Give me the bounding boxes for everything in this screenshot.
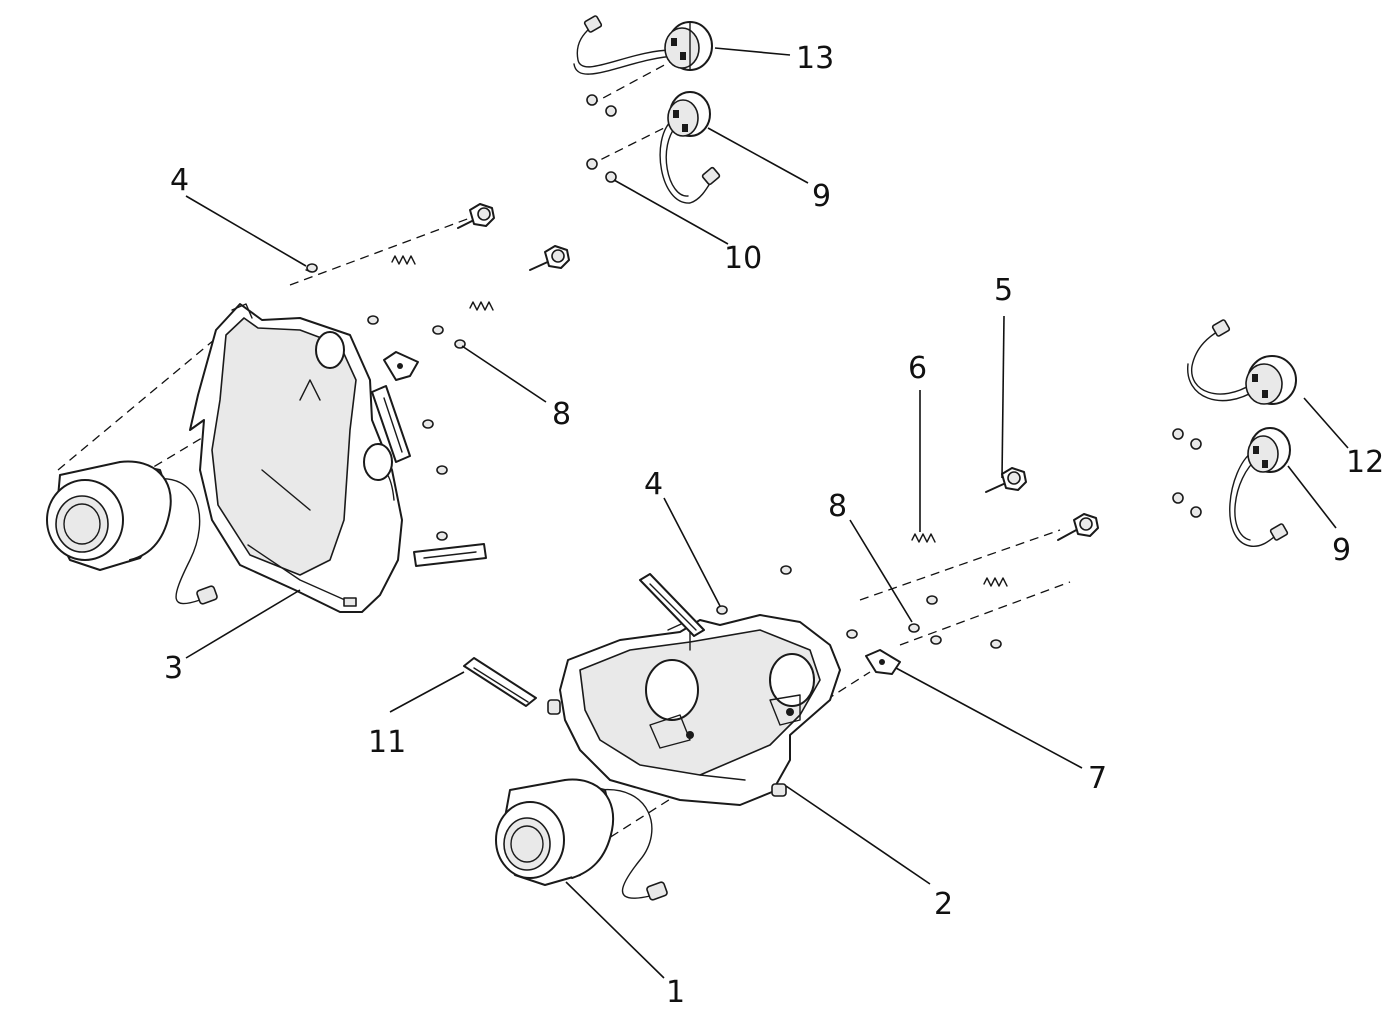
callout-4-right: 4 xyxy=(644,467,663,502)
part-12-lamp-socket-right xyxy=(1187,319,1297,405)
part-8-pins-right xyxy=(780,565,1002,649)
part-10-nuts-top-a xyxy=(586,94,617,117)
callout-4-left: 4 xyxy=(170,163,189,198)
part-6-spring-left-b xyxy=(469,301,494,311)
part-6-spring-right-b xyxy=(983,577,1008,587)
callout-11: 11 xyxy=(368,725,406,760)
part-11-slotted-strap-left-a xyxy=(371,385,411,463)
callout-12: 12 xyxy=(1346,445,1384,480)
part-6-spring-left-a xyxy=(391,255,416,265)
part-11-slotted-strap-left-b xyxy=(413,543,487,567)
callout-13: 13 xyxy=(796,41,834,76)
callout-10: 10 xyxy=(724,241,762,276)
part-7-bracket-left xyxy=(383,351,419,381)
part-5-adjust-screw-right-b xyxy=(1057,513,1099,541)
callout-3: 3 xyxy=(164,651,183,686)
callout-8-right: 8 xyxy=(828,489,847,524)
callout-5: 5 xyxy=(994,273,1013,308)
part-5-adjust-screw-left-b xyxy=(529,245,570,271)
callout-7: 7 xyxy=(1088,761,1107,796)
part-10-nuts-right-a xyxy=(1172,428,1202,450)
callout-2: 2 xyxy=(934,887,953,922)
callout-6: 6 xyxy=(908,351,927,386)
part-9-lamp-socket-right xyxy=(1229,427,1291,548)
part-13-lamp-socket xyxy=(573,15,713,75)
part-6-spring-right-a xyxy=(911,533,936,543)
part-10-nuts-right-b xyxy=(1172,492,1202,518)
callout-8-left: 8 xyxy=(552,397,571,432)
callout-1: 1 xyxy=(666,975,685,1010)
part-4-rivet-left xyxy=(305,263,318,273)
callout-9-top: 9 xyxy=(812,179,831,214)
part-2-housing-right xyxy=(547,614,841,806)
leader-lines xyxy=(185,47,1349,979)
part-4-rivet-right xyxy=(716,605,728,615)
part-8-pins-left xyxy=(367,315,466,541)
part-5-adjust-screw-right-a xyxy=(985,467,1027,493)
part-9-lamp-socket-top xyxy=(659,91,721,204)
callout-labels: 13 9 10 4 8 3 4 5 6 8 7 11 2 1 12 9 xyxy=(164,41,1384,1010)
part-1-headlamp-upper-left xyxy=(46,460,218,605)
part-1-headlamp-lower xyxy=(495,778,668,901)
part-11-slotted-strap-right-b xyxy=(463,657,537,707)
callout-9-right: 9 xyxy=(1332,533,1351,568)
part-5-adjust-screw-left-a xyxy=(457,203,495,229)
part-7-bracket-right xyxy=(865,649,901,675)
part-10-nuts-top-b xyxy=(586,158,617,183)
part-3-housing-left xyxy=(189,303,403,613)
part-11-slotted-strap-right-a xyxy=(639,573,705,637)
